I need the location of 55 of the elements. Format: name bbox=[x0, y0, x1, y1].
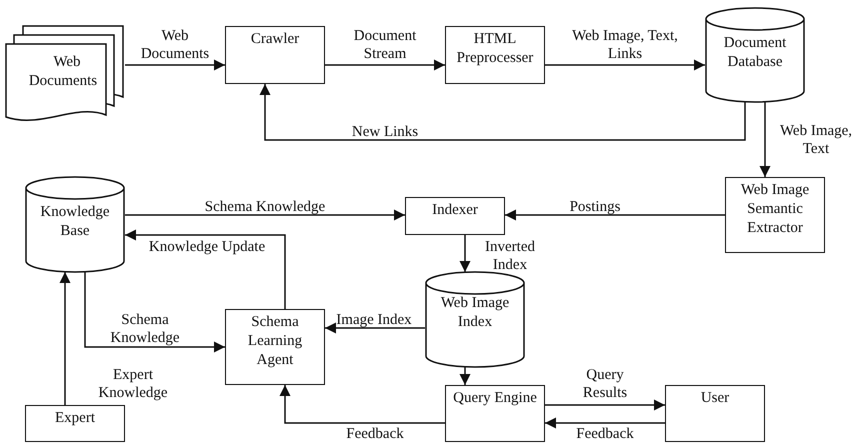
process-box bbox=[725, 177, 825, 253]
node-label: Web Documents bbox=[28, 54, 98, 89]
arrow bbox=[545, 60, 705, 70]
node-label: Expert bbox=[54, 409, 96, 428]
arrow bbox=[125, 60, 225, 70]
edge-label: Document Stream bbox=[354, 28, 416, 62]
arrow bbox=[460, 367, 470, 385]
edge-label: Knowledge Update bbox=[148, 239, 266, 255]
node-label: Indexer bbox=[431, 201, 479, 220]
arrow bbox=[760, 102, 770, 177]
arrow bbox=[505, 210, 725, 220]
process-box bbox=[665, 385, 765, 442]
arrow bbox=[125, 210, 405, 220]
node-label: Document Database bbox=[722, 34, 788, 72]
process-box bbox=[225, 309, 325, 385]
edge-label: Query Results bbox=[582, 367, 628, 401]
arrow bbox=[460, 235, 470, 272]
edge-label: Expert Knowledge bbox=[98, 367, 168, 401]
database-cylinder bbox=[425, 272, 525, 367]
arrow bbox=[260, 84, 746, 141]
process-box bbox=[445, 26, 545, 84]
edge-label: Schema Knowledge bbox=[110, 312, 180, 346]
node-label: User bbox=[700, 389, 730, 408]
node-label: Schema Learning Agent bbox=[246, 313, 304, 370]
process-box bbox=[225, 26, 325, 84]
arrow bbox=[280, 385, 445, 424]
arrow bbox=[125, 230, 286, 309]
arrow bbox=[84, 272, 225, 352]
process-box bbox=[445, 385, 545, 442]
edge-label: Web Image, Text bbox=[780, 123, 852, 157]
edge-label: Feedback bbox=[346, 426, 404, 442]
arrow bbox=[325, 60, 445, 70]
edge-label: Feedback bbox=[576, 426, 634, 442]
edge-label: Web Image, Text, Links bbox=[572, 28, 678, 62]
arrow bbox=[60, 272, 70, 405]
node-label: Web Image Index bbox=[440, 294, 510, 332]
node-label: Query Engine bbox=[452, 389, 538, 408]
node-label: HTML Preprocesser bbox=[456, 30, 534, 68]
edge-label: New Links bbox=[352, 124, 418, 140]
arrow bbox=[325, 322, 425, 334]
edge-label: Web Documents bbox=[140, 28, 210, 62]
node-label: Web Image Semantic Extractor bbox=[740, 181, 810, 238]
document-stack bbox=[5, 25, 125, 122]
edge-label: Schema Knowledge bbox=[204, 199, 326, 215]
edge-label: Inverted Index bbox=[485, 239, 535, 273]
database-cylinder bbox=[25, 177, 125, 272]
arrow bbox=[545, 418, 665, 428]
edge-label: Postings bbox=[570, 199, 620, 215]
process-box bbox=[405, 197, 505, 235]
node-label: Knowledge Base bbox=[39, 203, 111, 240]
database-cylinder bbox=[705, 8, 805, 102]
arrow bbox=[545, 400, 665, 410]
process-box bbox=[25, 405, 125, 442]
edge-label: Image Index bbox=[336, 312, 412, 328]
node-label: Crawler bbox=[250, 30, 300, 49]
